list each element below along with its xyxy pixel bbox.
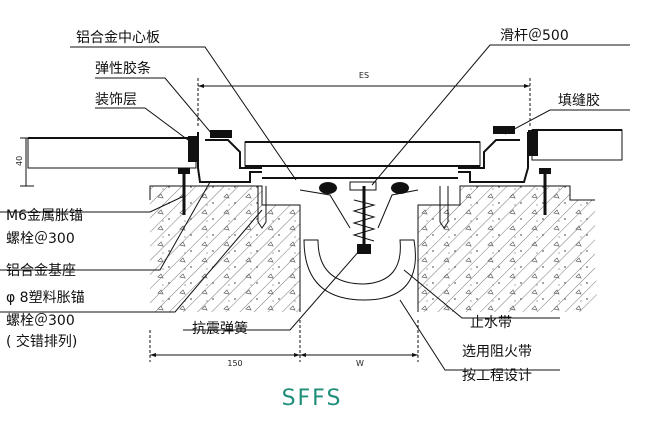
dimension-es: ES [197,71,531,128]
m6-metal-anchor-left [178,168,190,215]
label-fire-belt-line2: 按工程设计 [462,368,532,384]
concrete-slab-right [417,185,597,312]
decoration-layer-right [531,129,623,161]
decoration-layer-left [27,137,197,169]
aluminum-base-left [197,132,262,183]
label-m6-anchor-line2: 螺栓＠300 [6,231,75,247]
aluminum-center-plate [244,141,481,167]
rubber-strip-right-top [493,126,515,134]
aluminum-base-right [458,132,529,183]
d40-label: 40 [15,156,24,166]
label-sealant: 填缝胶 [558,92,600,109]
leader-lines-left [0,46,361,331]
plastic-anchor-left [257,186,267,229]
concrete-slab-left [149,185,301,312]
label-plastic-anchor-line1: φ 8塑料胀锚 [6,290,85,306]
pivot-left [319,182,337,194]
label-waterstop: 止水带 [470,315,512,331]
d150-label: 150 [227,359,242,368]
label-aluminum-base: 铝合金基座 [6,262,76,279]
rubber-strip-left [188,136,198,162]
label-plastic-anchor-line2: 螺栓＠300 [6,313,75,329]
rubber-strip-left-top [210,130,232,138]
label-fire-belt-line1: 选用阻火带 [462,344,532,360]
label-m6-anchor-line1: M6金属胀锚 [6,208,83,224]
dimension-bottom: 150 W [149,320,419,368]
slide-bar [262,177,458,194]
plastic-anchor-right [439,186,449,229]
dimension-40: 40 [15,137,34,187]
label-plastic-anchor-line3: ( 交错排列) [6,333,77,350]
m6-metal-anchor-right [539,168,551,215]
anti-seismic-spring-icon [352,186,376,254]
model-code: SFFS [282,386,343,411]
pivot-right [391,182,409,194]
rubber-strip-right [528,130,538,156]
es-label: ES [359,71,369,80]
waterstop-belt [303,239,416,301]
label-aluminum-center-plate: 铝合金中心板 [76,30,160,46]
label-slide-bar: 滑杆＠500 [500,27,569,44]
label-rubber-strip: 弹性胶条 [95,60,151,77]
label-anti-seismic-spring: 抗震弹簧 [192,321,248,337]
label-decoration-layer: 装饰层 [95,92,137,108]
leader-lines-right [371,44,630,371]
joint-gap [299,189,419,312]
w-label: W [356,359,364,368]
